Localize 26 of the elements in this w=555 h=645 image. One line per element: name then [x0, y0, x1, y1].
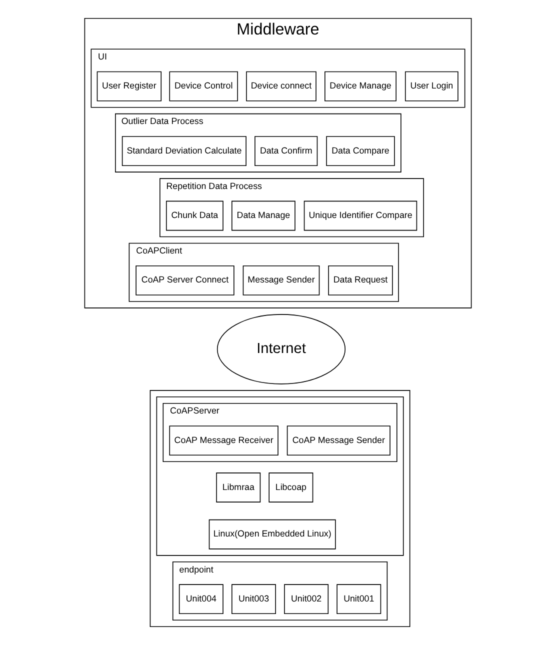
node-box: Standard Deviation Calculate — [121, 136, 246, 166]
node-box: User Login — [404, 71, 458, 102]
node-box: Device connect — [246, 71, 316, 102]
node-box: Message Sender — [242, 265, 320, 296]
node-box: Device Control — [168, 71, 238, 102]
node-box: Libmraa — [216, 472, 260, 502]
node-box: CoAP Message Receiver — [168, 426, 278, 456]
node-box: Libcoap — [268, 472, 313, 502]
node-ellipse: Internet — [216, 314, 346, 384]
node-box: Data Confirm — [254, 136, 318, 166]
node-box: Device Manage — [324, 71, 396, 102]
node-box: Unit003 — [231, 584, 276, 614]
cluster — [149, 390, 410, 627]
node-box: Unit002 — [284, 584, 328, 614]
node-box: Chunk Data — [165, 200, 223, 231]
node-box: Data Manage — [231, 200, 295, 231]
node-box: CoAP Server Connect — [135, 265, 234, 296]
cluster — [156, 396, 404, 556]
node-box: Unique Identifier Compare — [303, 200, 417, 231]
node-box: Unit001 — [336, 584, 381, 614]
node-box: Data Compare — [326, 136, 394, 166]
node-box: User Register — [96, 71, 162, 102]
node-box: Linux(Open Embedded Linux) — [208, 519, 336, 550]
node-box: Unit004 — [178, 584, 223, 614]
node-box: Data Request — [328, 265, 392, 296]
node-box: CoAP Message Sender — [286, 426, 390, 456]
